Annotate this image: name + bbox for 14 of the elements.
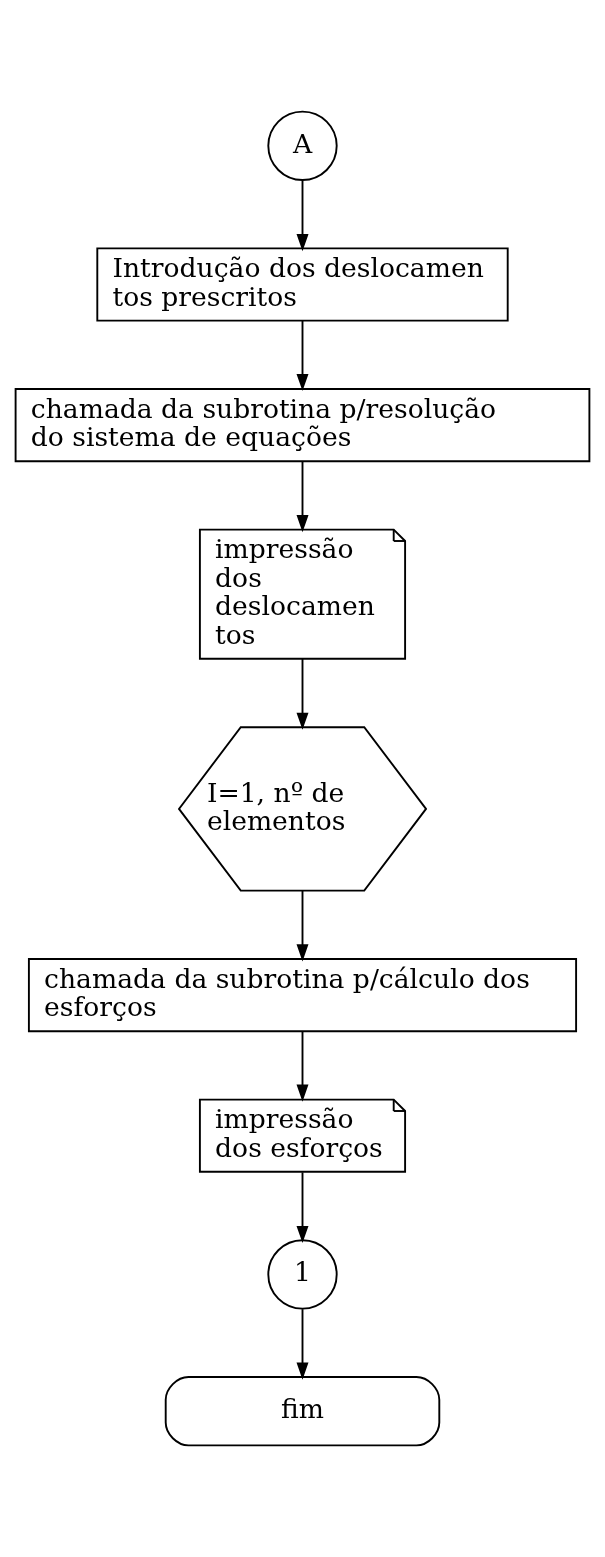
node-circle: A bbox=[267, 110, 338, 181]
arrow bbox=[296, 1030, 309, 1102]
arrow bbox=[296, 1308, 309, 1380]
node-box: fim bbox=[164, 1376, 441, 1447]
node-circle: 1 bbox=[267, 1239, 338, 1310]
node-box: Introdução dos deslocamen tos prescritos bbox=[96, 247, 509, 322]
arrow bbox=[296, 657, 309, 730]
arrow bbox=[296, 460, 309, 533]
arrow bbox=[296, 889, 309, 962]
node-box: chamada da subrotina p/resolução do sistema de equações bbox=[14, 388, 591, 463]
arrow bbox=[296, 1171, 309, 1244]
arrow bbox=[296, 179, 309, 252]
arrow bbox=[296, 319, 309, 392]
node-box: chamada da subrotina p/cálculo dos esforços bbox=[27, 958, 578, 1033]
